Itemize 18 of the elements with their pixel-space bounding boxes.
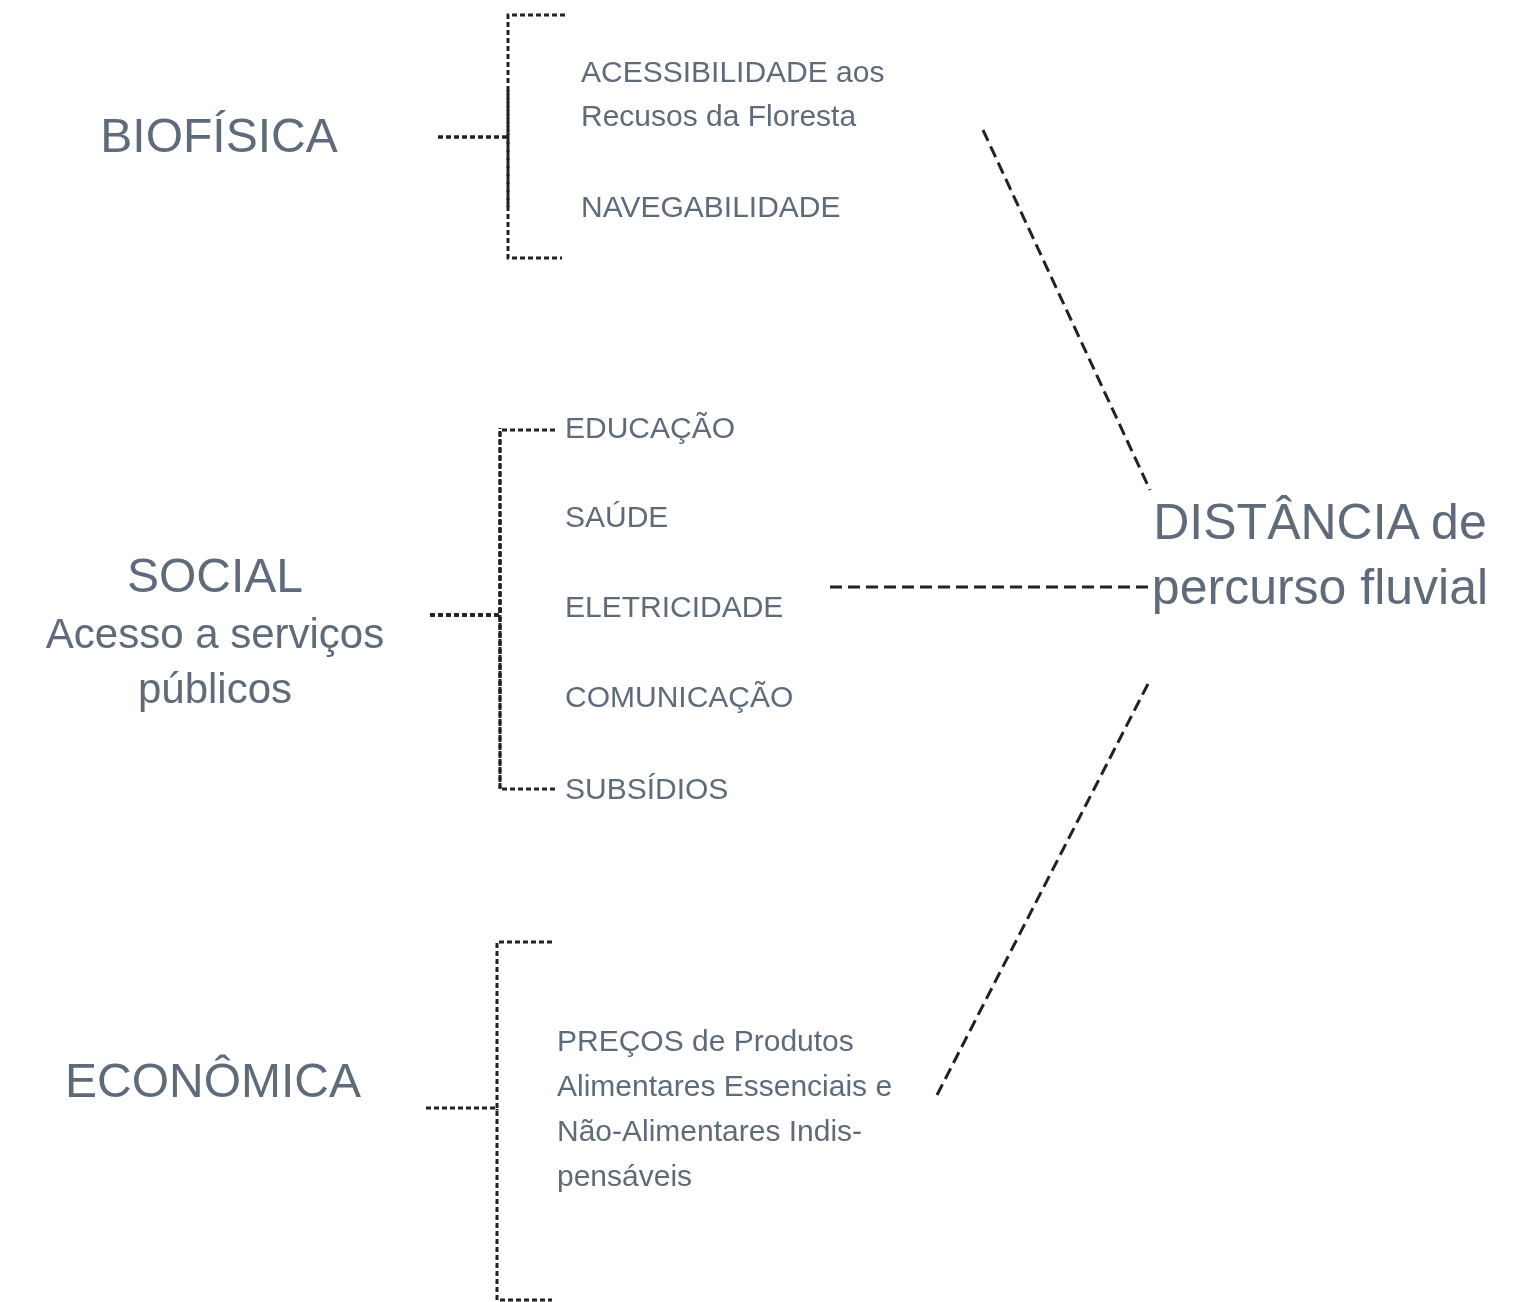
factor-label: PREÇOS de Produtos Alimentares Essenciais e Não-Alimentares Indis- pensáveis	[557, 1023, 894, 1194]
factor-label: SAÚDE	[565, 499, 670, 535]
category-label: ECONÔMICA	[64, 1053, 362, 1109]
dashed-connector	[426, 1106, 499, 1111]
outcome-label: DISTÂNCIA de percurso fluvial	[1150, 493, 1490, 617]
dashed-connector	[981, 129, 1152, 491]
category-label: SOCIAL	[125, 548, 305, 604]
factor-label: ACESSIBILIDADE aos Recusos da Floresta	[581, 54, 886, 134]
factor-label: EDUCAÇÃO	[565, 410, 737, 446]
factor-label: COMUNICAÇÃO	[565, 679, 795, 715]
dashed-connector	[830, 585, 1150, 589]
factor-label: ELETRICIDADE	[565, 589, 785, 625]
subtitle-label: Acesso a serviços públicos	[44, 609, 386, 714]
dashed-connector	[438, 135, 510, 207]
factor-label: SUBSÍDIOS	[565, 771, 730, 807]
factor-label: NAVEGABILIDADE	[581, 189, 842, 225]
dashed-connector	[430, 613, 502, 789]
category-label: BIOFÍSICA	[99, 108, 339, 164]
